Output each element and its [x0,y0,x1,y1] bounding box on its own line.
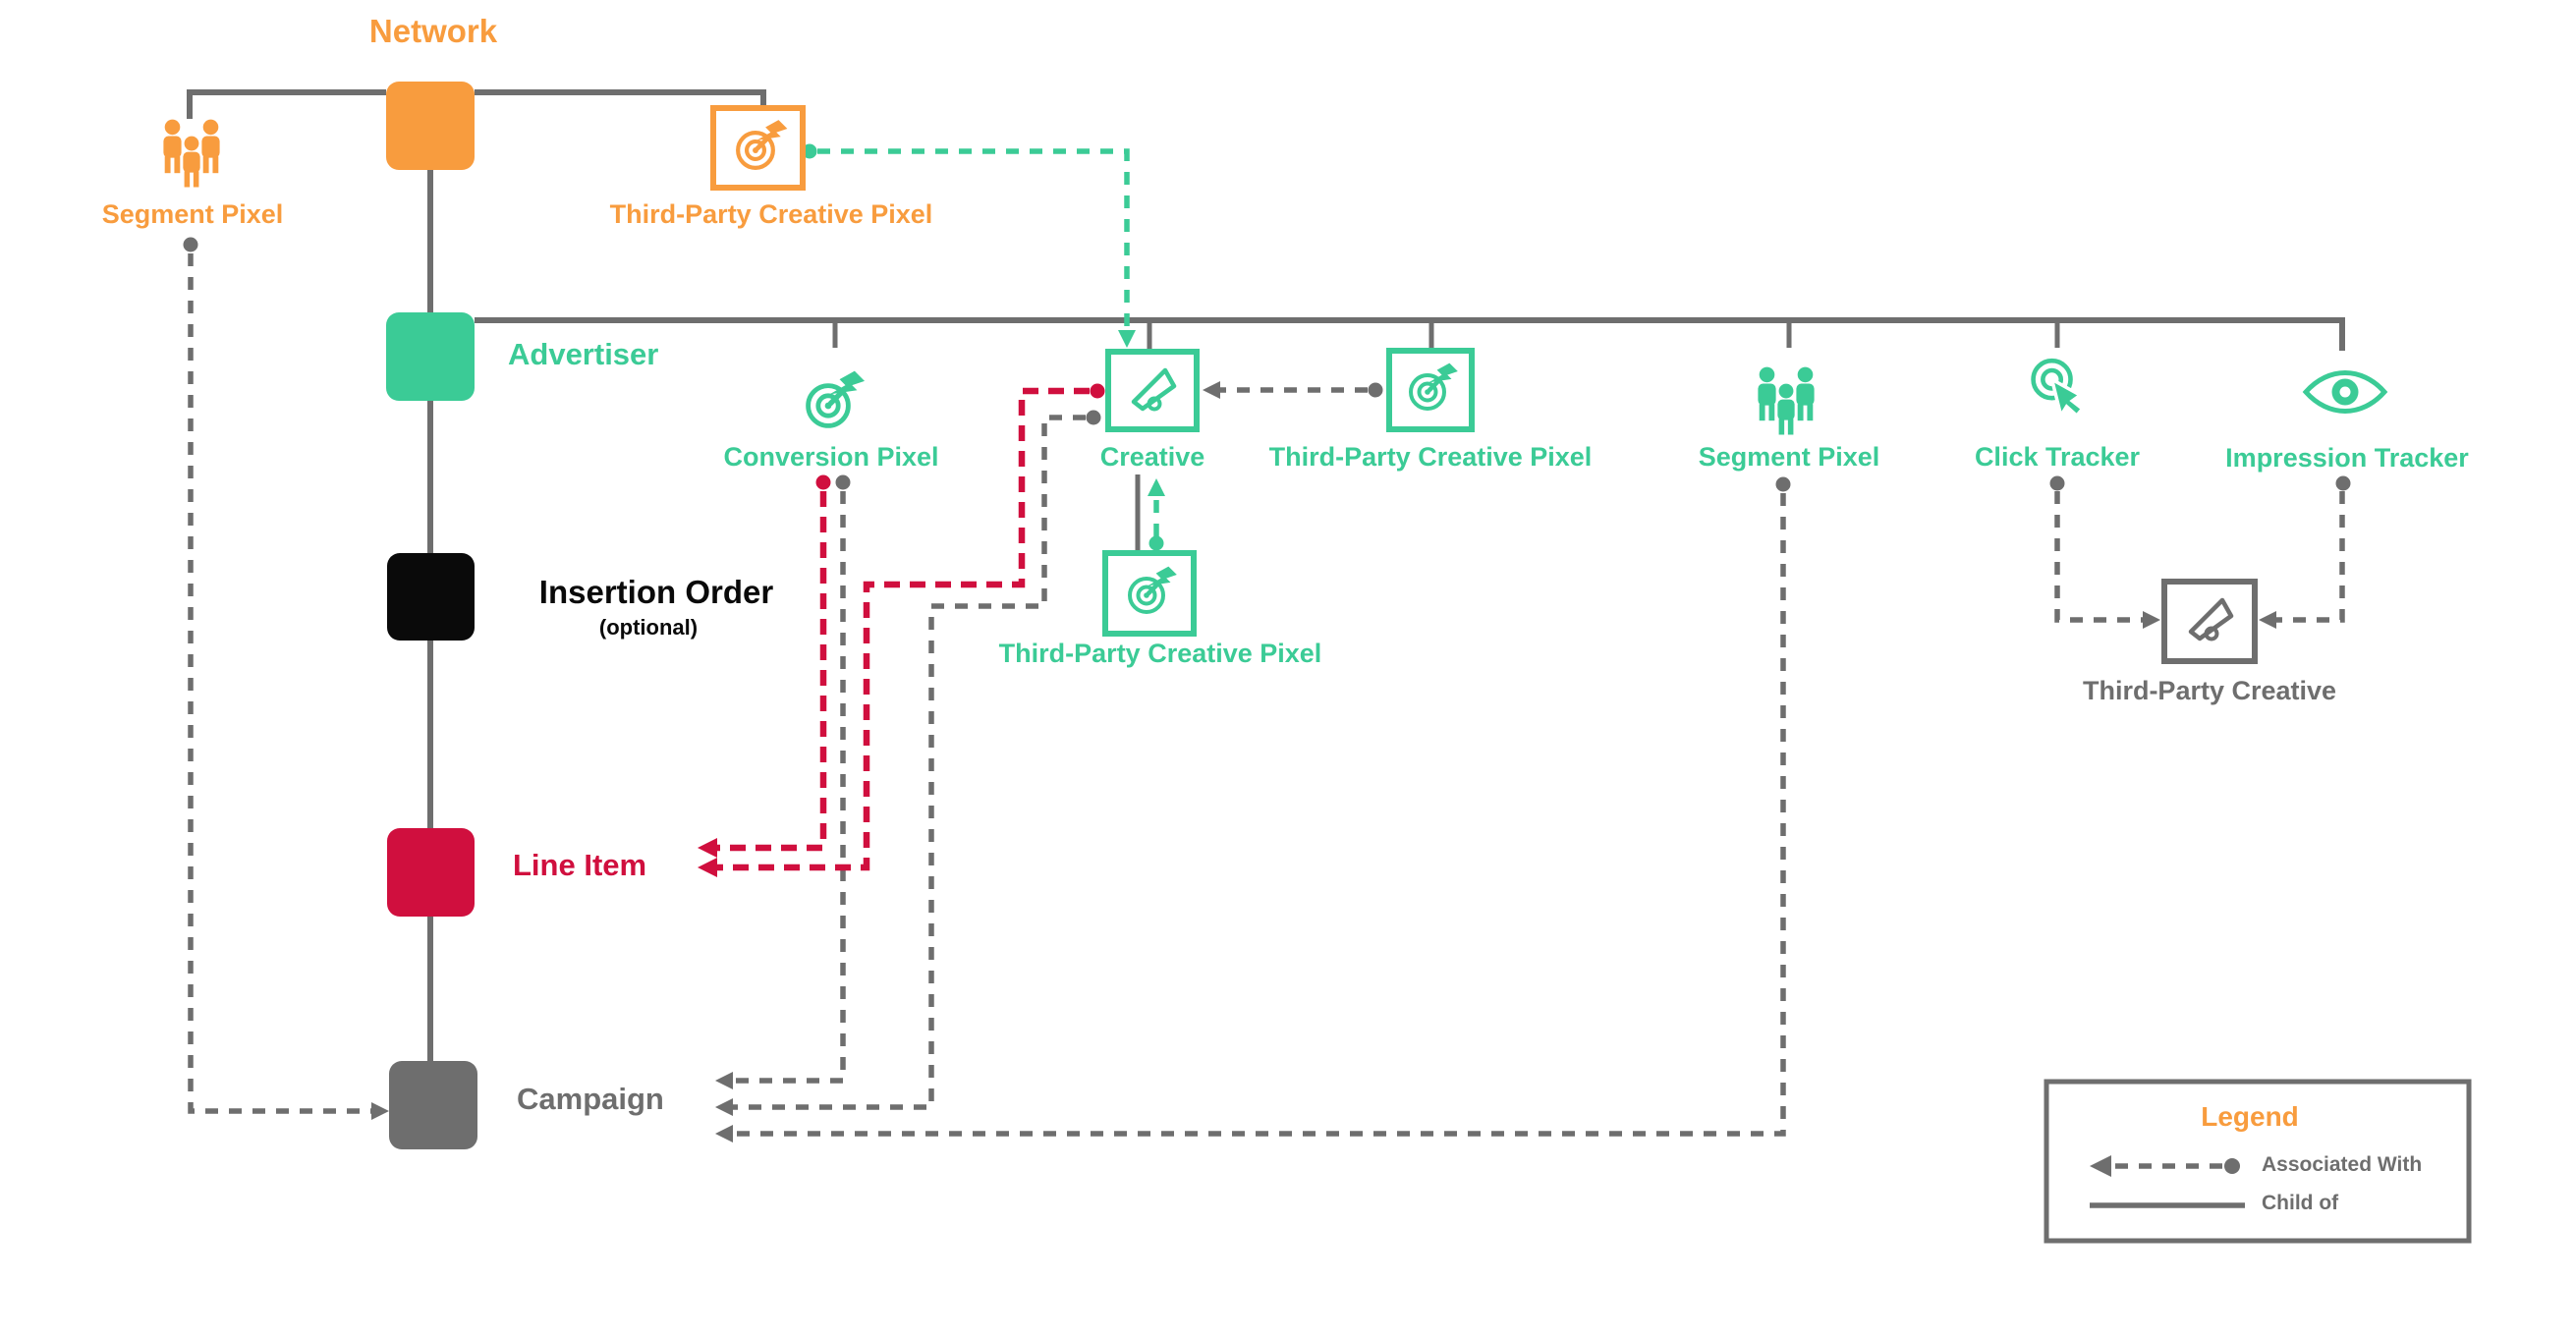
network-label: Network [368,13,498,49]
creative-to-line-item-line [709,387,1090,871]
campaign-node [389,1061,477,1149]
arrowhead [698,858,717,877]
dot [2049,475,2065,491]
network-segment-pixel-branch-line [187,89,386,119]
network-tpc-pixel-branch-line [475,89,766,108]
impression-tracker-label: Impression Tracker [2225,443,2469,473]
dot [1090,383,1105,399]
arrowhead [715,1125,733,1143]
creative-label: Creative [1099,442,1205,472]
tpc-pixel-network-to-creative-line [817,148,1130,336]
third-party-creative-label: Third-Party Creative [2082,676,2337,705]
dot [2224,1158,2240,1174]
line-item-label: Line Item [513,848,647,882]
insertion-order-note: (optional) [598,615,699,640]
conversion-pixel-to-line-item-line [709,491,827,852]
arrowhead [1148,478,1165,496]
legend-title: Legend [2201,1101,2299,1132]
dot [1086,410,1101,425]
insertion-order-node [387,553,475,641]
eye-icon [2306,373,2384,412]
advertiser-node [386,312,475,401]
conversion-pixel-to-campaign-line [725,491,846,1084]
dot [1775,476,1791,492]
tpc-pixel-network-box [710,105,806,191]
segment-pixel-advertiser-to-campaign-line [725,493,1786,1137]
third-party-creative-box [2161,579,2258,664]
advertiser-row-line [475,317,2345,351]
segment-pixel-advertiser-label: Segment Pixel [1698,442,1880,472]
dot [835,474,851,490]
arrowhead [1118,330,1136,348]
dot [815,474,831,490]
impression-tracker-to-tpc-line [2268,491,2345,623]
segment-pixel-network-to-campaign-line [188,253,379,1114]
creative-to-campaign-line [725,415,1086,1110]
network-node [386,82,475,170]
arrowhead [371,1102,389,1120]
click-tracker-label: Click Tracker [1974,442,2141,472]
arrowhead [715,1072,733,1089]
dot [1148,535,1164,551]
arrowhead [2090,1155,2111,1177]
people-icon [163,120,219,188]
insertion-order-label: Insertion Order [538,574,774,610]
arrowhead [1203,381,1220,399]
tpc-pixel-network-label: Third-Party Creative Pixel [609,199,933,229]
arrowhead [715,1098,733,1116]
tpc-pixel-advertiser-label: Third-Party Creative Pixel [1268,442,1593,472]
dot [183,237,198,252]
advertiser-label: Advertiser [508,337,659,371]
legend-box [2044,1079,2472,1244]
tpc-pixel-advertiser-box [1386,348,1475,432]
line-item-node [387,828,475,917]
arrowhead [2143,611,2160,629]
legend-child-of-label: Child of [2262,1192,2339,1214]
arrowhead [2259,611,2276,629]
legend-associated-with-label: Associated With [2262,1153,2423,1176]
dot [1368,382,1383,398]
tpc-pixel-creative-label: Third-Party Creative Pixel [998,639,1322,668]
conversion-pixel-label: Conversion Pixel [723,442,939,472]
arrowhead [698,838,717,858]
segment-pixel-network-label: Segment Pixel [101,199,284,229]
click-tracker-to-tpc-line [2054,491,2151,623]
dot [2335,475,2351,491]
target-bolt-icon [809,367,866,425]
creative-box [1105,349,1200,432]
campaign-label: Campaign [517,1082,664,1116]
click-icon [2034,361,2083,416]
dot [802,143,817,159]
people-icon [1758,367,1814,435]
